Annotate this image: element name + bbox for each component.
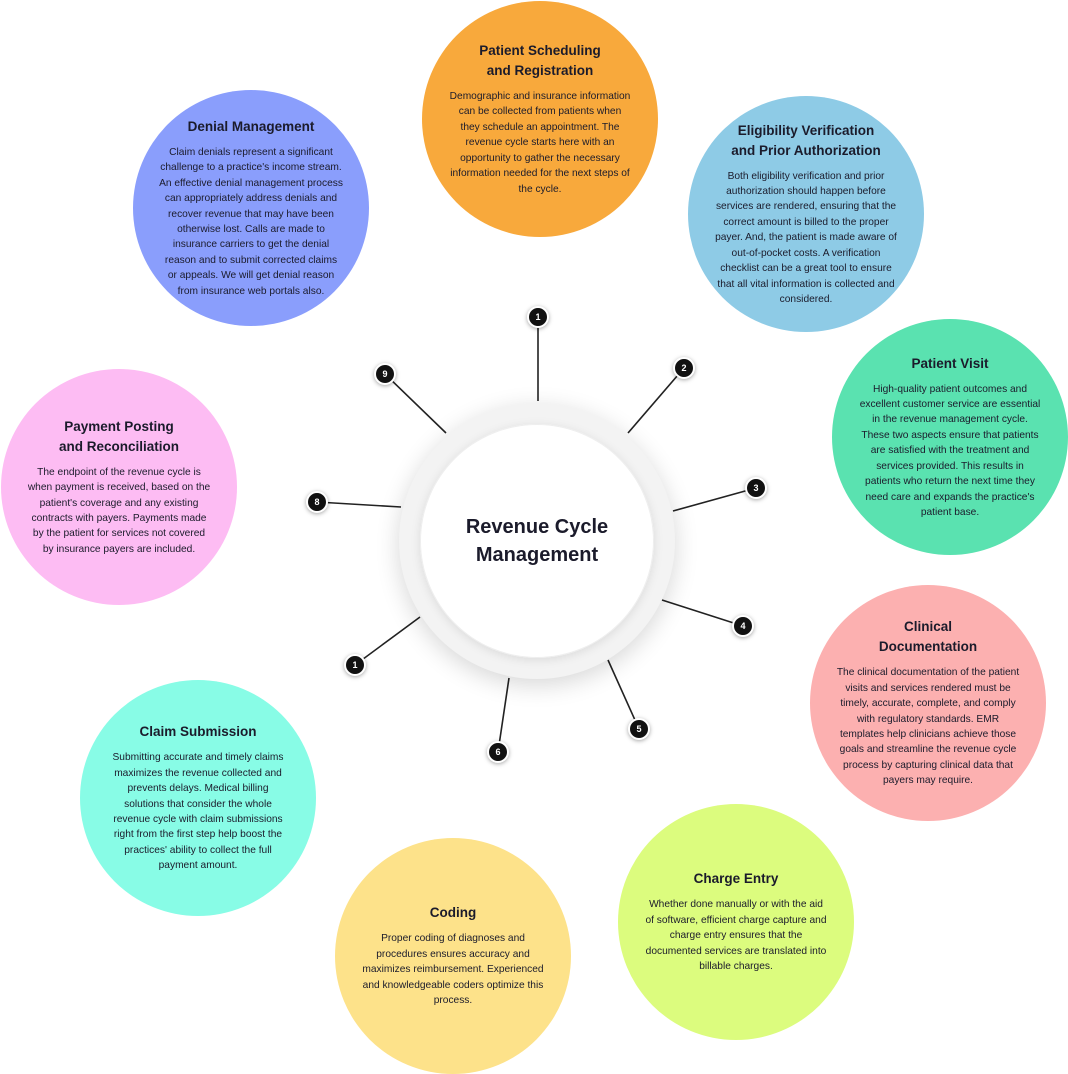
step-marker: 2 xyxy=(673,357,695,379)
step-description: High-quality patient outcomes and excell… xyxy=(859,383,1041,518)
step-coding: Coding Proper coding of diagnoses and pr… xyxy=(335,838,571,1074)
step-marker: 1 xyxy=(344,654,366,676)
step-payment-posting: Payment Posting and Reconciliation The e… xyxy=(1,369,237,605)
step-description: Submitting accurate and timely claims ma… xyxy=(112,752,284,872)
spoke-line xyxy=(316,501,402,508)
step-clinical-documentation: Clinical Documentation The clinical docu… xyxy=(810,585,1046,821)
spoke-line xyxy=(672,487,757,512)
step-title: Patient Visit xyxy=(911,355,989,371)
spoke-line xyxy=(497,677,510,753)
step-patient-visit: Patient Visit High-quality patient outco… xyxy=(832,319,1068,555)
spoke-line xyxy=(384,373,447,434)
step-marker: 9 xyxy=(374,363,396,385)
step-eligibility-verification: Eligibility Verification and Prior Autho… xyxy=(688,96,924,332)
step-marker: 8 xyxy=(306,491,328,513)
step-description: Demographic and insurance information ca… xyxy=(449,91,631,195)
step-description: Both eligibility verification and prior … xyxy=(715,170,897,305)
step-marker: 4 xyxy=(732,615,754,637)
step-title: Claim Submission xyxy=(139,724,257,740)
step-title: Clinical Documentation xyxy=(878,619,978,655)
spoke-line xyxy=(627,367,685,434)
step-claim-submission: Claim Submission Submitting accurate and… xyxy=(80,680,316,916)
step-marker: 1 xyxy=(527,306,549,328)
step-charge-entry: Charge Entry Whether done manually or wi… xyxy=(618,804,854,1040)
step-title: Charge Entry xyxy=(693,871,779,887)
step-patient-scheduling: Patient Scheduling and Registration Demo… xyxy=(422,1,658,237)
center-title: Revenue Cycle Management xyxy=(465,516,609,566)
step-description: The endpoint of the revenue cycle is whe… xyxy=(27,466,211,555)
step-marker: 6 xyxy=(487,741,509,763)
spoke-line xyxy=(354,616,421,666)
step-title: Eligibility Verification and Prior Autho… xyxy=(731,122,881,158)
step-title: Denial Management xyxy=(187,118,315,134)
step-title: Payment Posting and Reconciliation xyxy=(58,418,180,454)
spoke-line xyxy=(607,659,640,730)
step-description: The clinical documentation of the patien… xyxy=(836,667,1020,787)
step-marker: 5 xyxy=(628,718,650,740)
center-hub: Revenue Cycle Management xyxy=(420,424,654,658)
step-marker: 3 xyxy=(745,477,767,499)
step-description: Claim denials represent a significant ch… xyxy=(159,146,343,297)
step-description: Whether done manually or with the aid of… xyxy=(645,899,827,973)
step-description: Proper coding of diagnoses and procedure… xyxy=(362,933,544,1007)
spoke-line xyxy=(661,599,744,627)
step-title: Coding xyxy=(429,905,477,921)
step-denial-management: Denial Management Claim denials represen… xyxy=(133,90,369,326)
step-title: Patient Scheduling and Registration xyxy=(479,43,601,79)
